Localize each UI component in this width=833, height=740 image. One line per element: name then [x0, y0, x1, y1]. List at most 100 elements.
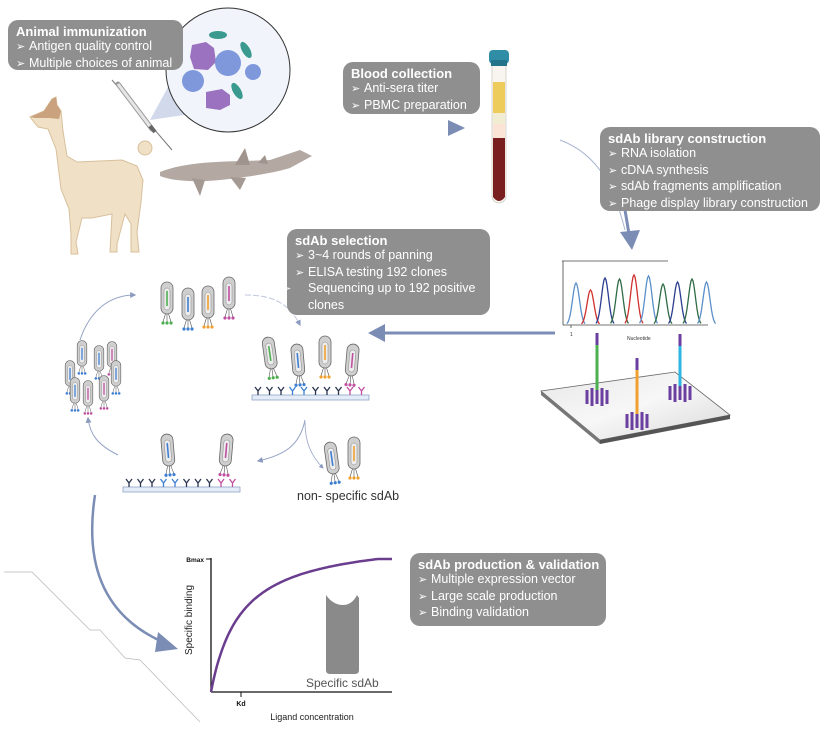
callout-list: ➢Antigen quality control ➢Multiple choic…	[16, 39, 175, 72]
arrow-head	[155, 632, 178, 652]
phage-sdab	[223, 316, 227, 320]
kd-label: Kd	[236, 701, 245, 708]
cycle-arrow-wash	[256, 419, 306, 463]
phage-particle	[76, 340, 88, 375]
antigen-receptor	[182, 478, 191, 487]
probe-spot	[600, 388, 604, 406]
antigen-protein	[190, 42, 216, 70]
phage-gene	[350, 352, 354, 369]
antigen-receptor	[323, 386, 331, 395]
phage-tail	[84, 406, 87, 413]
phage-tail	[165, 466, 168, 475]
phage-gene	[224, 442, 228, 459]
cycle-arrow	[244, 294, 301, 327]
probe-stem	[635, 370, 639, 418]
callout-title: Blood collection	[351, 66, 453, 81]
phage-tail	[349, 468, 353, 478]
phage-tail	[271, 368, 274, 377]
probe-tip	[678, 334, 682, 346]
chromatogram-peak	[566, 281, 586, 324]
phage-sdab	[83, 372, 87, 375]
phage-tail	[320, 367, 324, 377]
callout-animal-immunization: Animal immunization ➢Antigen quality con…	[8, 20, 183, 70]
phage-sdab	[352, 383, 356, 387]
antigen-magnification	[150, 7, 291, 133]
antigen-receptor	[334, 386, 343, 395]
antigen-receptor	[148, 478, 156, 487]
phage-sdab	[218, 472, 222, 477]
chromatogram-peak	[667, 280, 688, 324]
phage-tail	[76, 403, 79, 410]
chromatogram-peak	[682, 277, 702, 324]
callout-list: ➢Multiple expression vector ➢Large scale…	[418, 572, 598, 622]
phage-sdab	[165, 321, 169, 325]
binding-plot	[206, 557, 392, 697]
callout-item: ➢PBMC preparation	[351, 98, 472, 115]
phage-sdab	[111, 392, 115, 395]
phage-particle	[323, 441, 341, 485]
phage-tail	[295, 376, 298, 385]
antigen-receptor	[205, 478, 214, 487]
phage-tail	[66, 386, 69, 393]
phage-sdab	[117, 392, 121, 395]
callout-item: ➢3~4 rounds of panning	[295, 248, 482, 265]
phage-tail	[230, 308, 234, 318]
antigen-receptor	[125, 478, 133, 487]
phage-sdab	[168, 473, 172, 477]
phage-sdab	[77, 372, 81, 375]
phage-sdab	[89, 412, 93, 415]
phage-tail	[219, 465, 224, 474]
antigen-receptor	[217, 478, 225, 487]
phage-tail	[168, 465, 171, 474]
phage-particle	[181, 287, 195, 331]
arrow-to-production	[91, 494, 166, 645]
antigen-receptor	[288, 386, 297, 395]
phage-particle	[69, 377, 81, 412]
callout-title: sdAb production & validation	[418, 557, 600, 572]
probe-spot	[625, 414, 629, 428]
phage-sdab	[186, 327, 190, 331]
phage-sdab	[73, 409, 77, 412]
probe-stem	[595, 345, 599, 394]
arrow-head	[620, 230, 640, 250]
phage-tail	[108, 367, 111, 374]
phage-tail	[352, 376, 355, 385]
phage-particle	[218, 433, 234, 477]
phage-sdab	[102, 407, 106, 410]
phage-tail	[203, 317, 207, 327]
antigen-receptor	[357, 386, 366, 395]
antigen-receptor	[311, 386, 320, 395]
bullet-arrow-icon: ➢	[418, 574, 428, 586]
antigen-receptor	[277, 386, 285, 395]
probe-spot	[595, 390, 599, 404]
phage-tail	[100, 401, 103, 408]
bullet-arrow-icon: ➢	[418, 590, 428, 603]
plate-antigens	[125, 386, 366, 487]
phage-particles	[64, 276, 361, 485]
phage-particle	[160, 433, 176, 477]
chromatogram-xlabel: Nucleotide	[627, 336, 651, 342]
probe-spot	[590, 388, 594, 406]
antigen-rod	[231, 82, 243, 100]
phage-sdab	[161, 321, 165, 325]
antigen-receptor	[194, 478, 202, 487]
probe-spot	[683, 384, 687, 402]
phage-sdab	[83, 412, 87, 415]
phage-sdab	[337, 480, 341, 484]
antigen-receptor	[159, 478, 168, 487]
chromatogram-peak	[638, 274, 659, 324]
antigen-plate	[122, 486, 241, 493]
cycle-arrow-nonspecific	[304, 421, 324, 469]
phage-particle	[290, 343, 306, 387]
callout-item: ➢RNA isolation	[608, 146, 812, 163]
phage-sdab	[298, 383, 302, 387]
phage-particle	[98, 375, 110, 410]
antigen-protein	[182, 70, 204, 92]
phage-particle	[261, 336, 279, 380]
chromatogram-peak	[609, 277, 630, 324]
phage-sdab	[267, 376, 271, 380]
callout-item: ➢Large scale production	[418, 589, 598, 606]
bullet-arrow-icon: ➢	[16, 57, 26, 70]
non-specific-sdab-label: non- specific sdAb	[297, 489, 400, 503]
callout-item: ➢cDNA synthesis	[608, 163, 812, 180]
